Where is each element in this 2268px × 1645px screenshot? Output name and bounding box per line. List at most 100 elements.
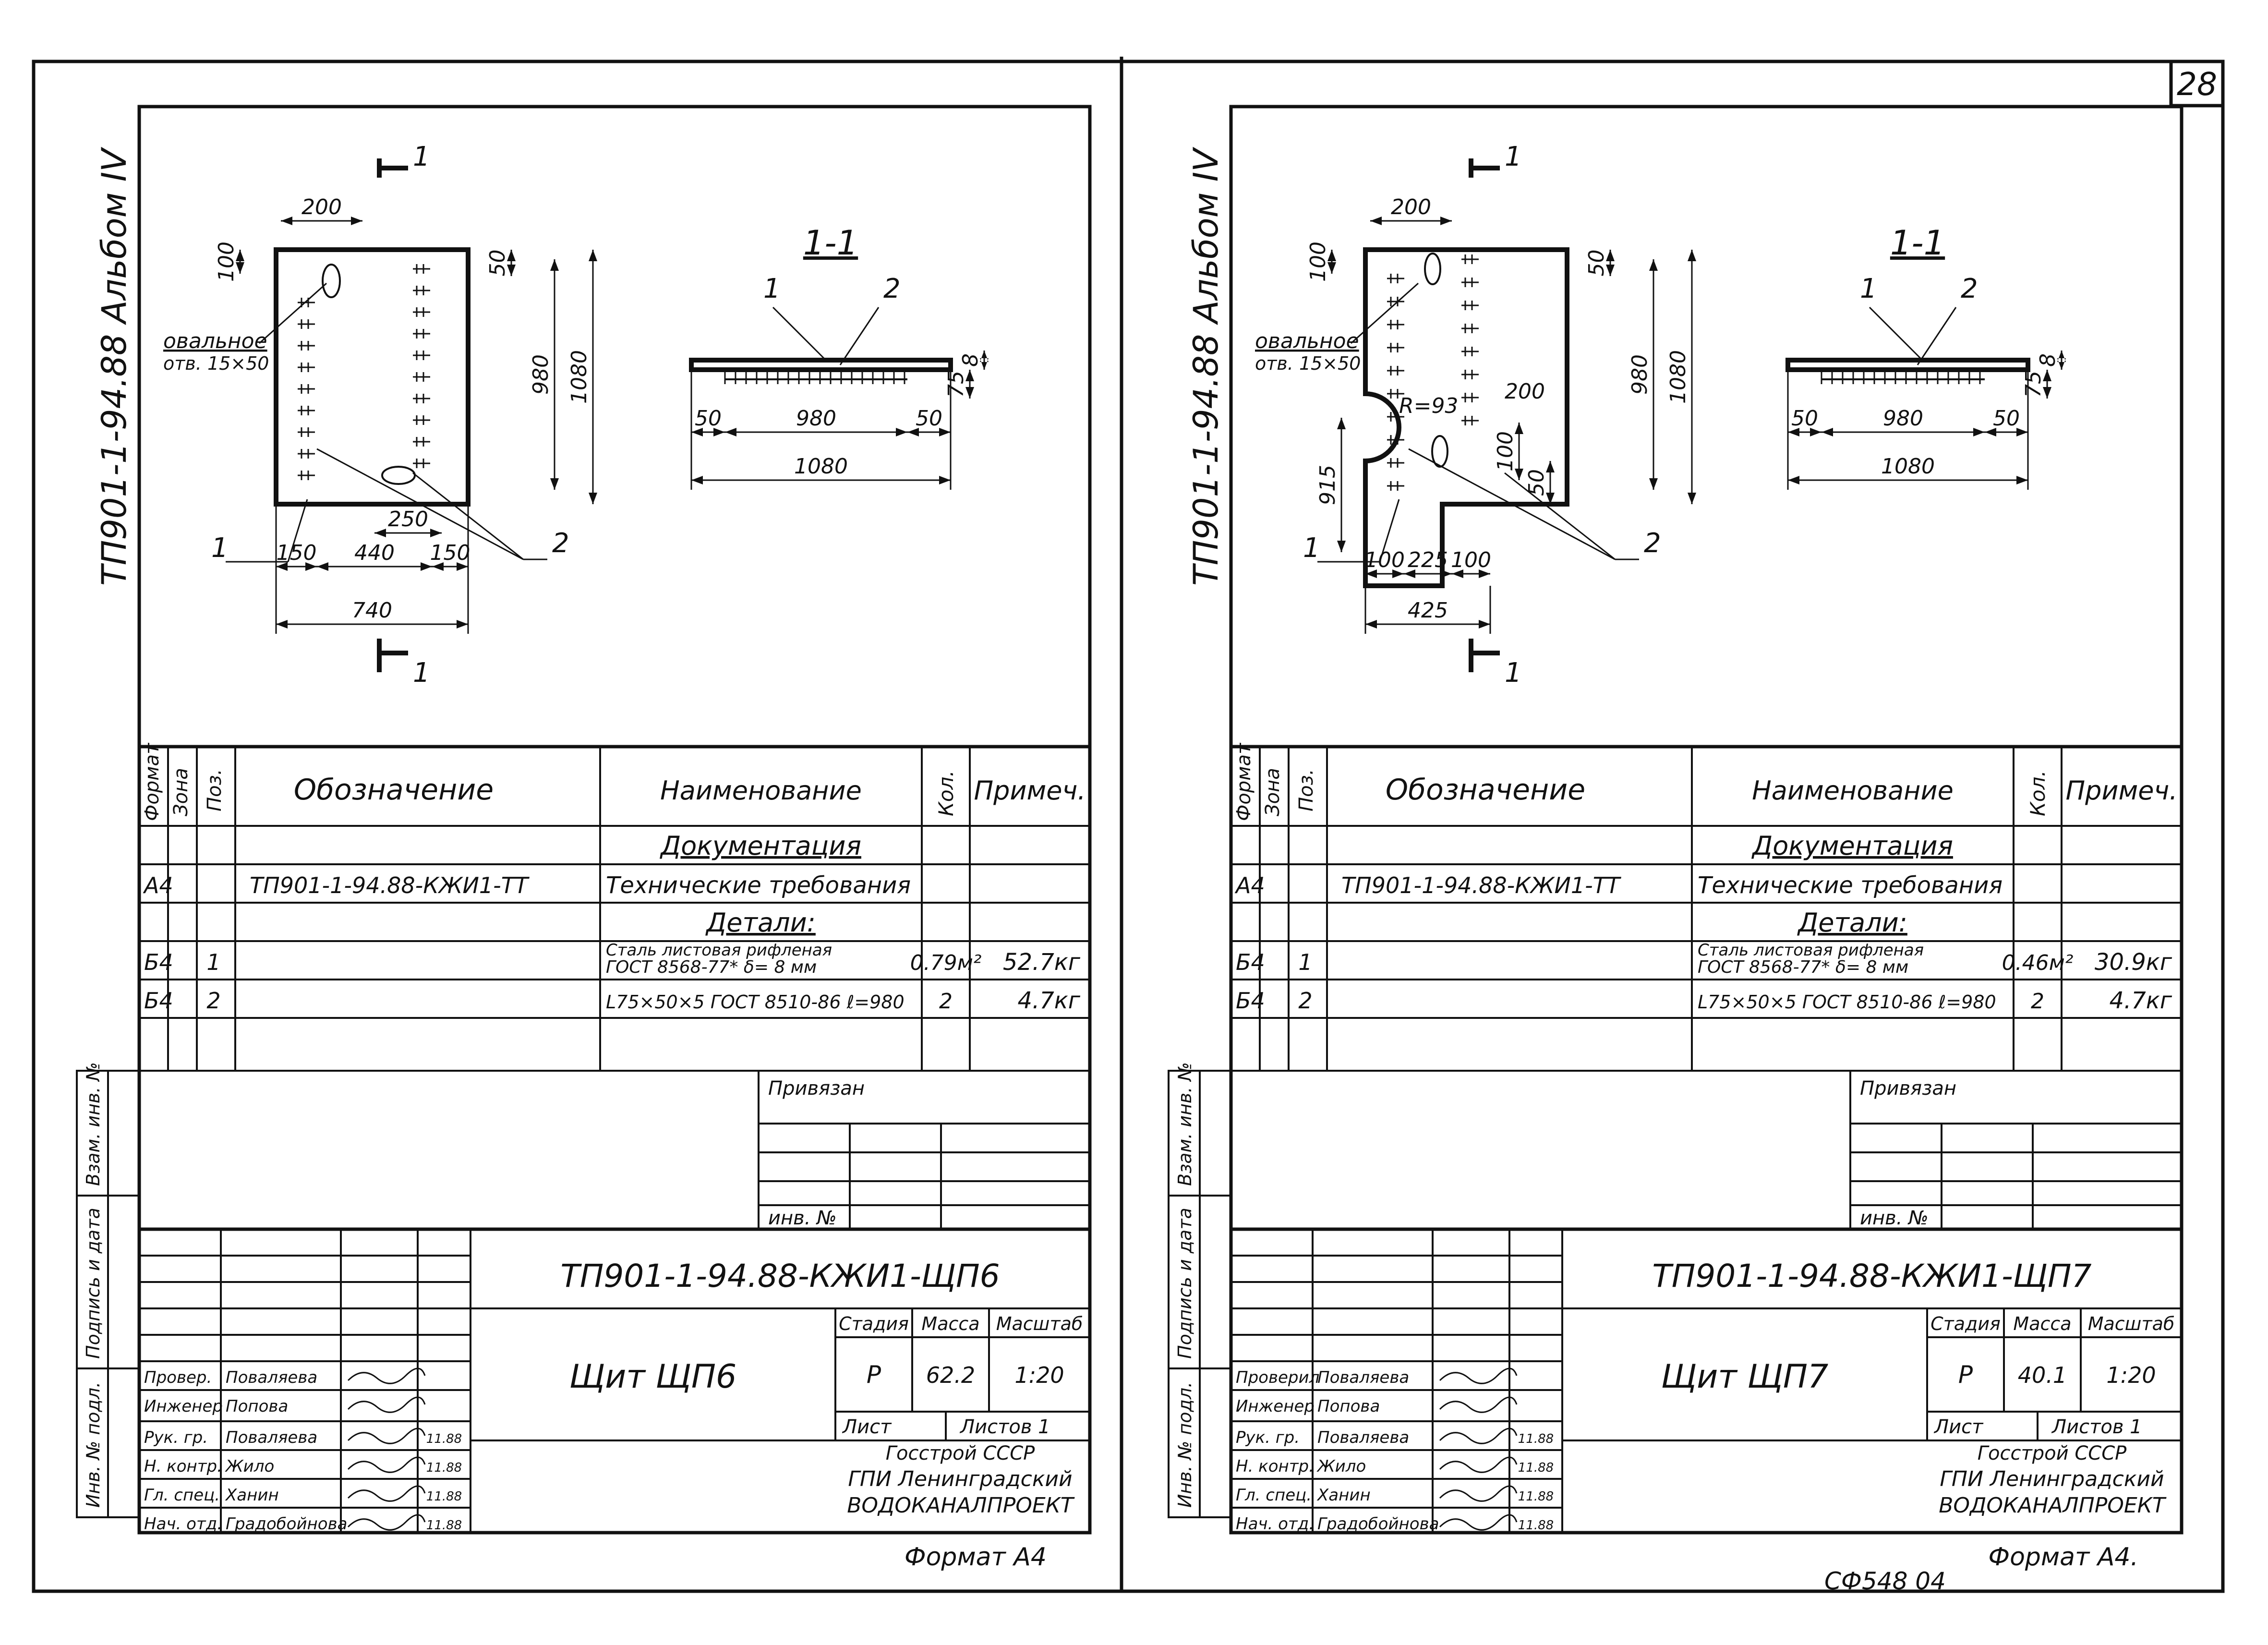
cell-name-heading: Детали: <box>1797 907 1907 938</box>
cell-note: 4.7кг <box>2109 987 2172 1014</box>
signatory-name: Поваляева <box>226 1368 317 1387</box>
dimension-arrow <box>1452 569 1490 578</box>
header-designation: Обозначение <box>1386 773 1585 807</box>
drawing-title: Щит ЩП7 <box>1661 1358 1829 1396</box>
cell-format: Б4 <box>1236 949 1265 975</box>
header-note: Примеч. <box>974 775 1086 806</box>
dimension-arrow <box>1327 250 1336 274</box>
dimension-label: 1080 <box>567 350 591 404</box>
album-label: ТП901-1-94.88 Альбом IV <box>95 147 134 586</box>
leader-line <box>1408 448 1616 560</box>
signatory-row: Провер.Поваляева <box>144 1367 426 1387</box>
inner-frame <box>137 105 1092 1535</box>
signature-scribble <box>347 1485 426 1502</box>
org-line-2: ГПИ Ленинградский <box>1940 1467 2164 1491</box>
outer-frame <box>32 60 2225 1593</box>
cell-designation: ТП901-1-94.88-КЖИ1-ТТ <box>250 872 530 898</box>
plate-outline <box>274 247 470 507</box>
signatory-role: Н. контр. <box>144 1457 222 1476</box>
dimension-arrow <box>965 370 974 399</box>
header-qty: Кол. <box>934 770 958 816</box>
dimension-label: 50 <box>1791 406 1818 431</box>
inv-label: инв. № <box>1860 1207 1929 1229</box>
org-line-3: ВОДОКАНАЛПРОЕКТ <box>1939 1493 2167 1518</box>
dimension-label: 100 <box>1493 431 1518 472</box>
oval-hole <box>322 264 341 298</box>
section-callout-1: 1 <box>763 273 781 304</box>
org-line-1: Госстрой СССР <box>886 1442 1035 1464</box>
signatory-name: Ханин <box>225 1486 279 1505</box>
signatory-role: Н. контр. <box>1236 1457 1314 1476</box>
oval-hole <box>381 466 416 485</box>
document-code: ТП901-1-94.88-КЖИ1-ЩП6 <box>560 1258 1000 1294</box>
signatory-name: Ханин <box>1316 1486 1371 1505</box>
signatory-date: 11.88 <box>1518 1518 1554 1533</box>
dimension-label: 1080 <box>1666 350 1690 404</box>
sheets-label: Листов 1 <box>2051 1416 2142 1438</box>
header-qty: Кол. <box>2026 770 2050 816</box>
leader-line <box>1917 307 1957 365</box>
cell-name-line2: ГОСТ 8568-77* δ= 8 мм <box>1698 957 1908 977</box>
dimension-arrow <box>276 562 317 571</box>
cell-name: Сталь листовая рифленая <box>1698 941 1924 960</box>
hole-note: овальное <box>163 329 267 353</box>
header-zone: Зона <box>170 768 192 816</box>
stamp-signature-date: Подпись и дата <box>1174 1208 1195 1359</box>
section-mark-bottom: 1 <box>413 657 430 689</box>
cell-name-line2: ГОСТ 8568-77* δ= 8 мм <box>606 957 817 977</box>
sheet-label: Лист <box>1933 1416 1984 1438</box>
dimension-arrow <box>507 250 516 276</box>
stage-value: Р <box>867 1361 881 1389</box>
page-number: 28 <box>2177 66 2217 103</box>
dimension-label: 915 <box>1315 465 1340 505</box>
leader-line <box>259 282 327 344</box>
table-row: Детали: <box>1797 907 1907 938</box>
section-title: 1-1 <box>803 223 858 263</box>
scale-value: 1:20 <box>2106 1362 2156 1388</box>
page-number-box <box>2169 60 2225 108</box>
callout-2: 2 <box>552 528 569 559</box>
section-callout-1: 1 <box>1860 273 1877 304</box>
dimension-arrow <box>1404 569 1452 578</box>
section-mark-top: 1 <box>1505 141 1522 172</box>
leader-line <box>1504 472 1616 560</box>
dimension-label: 1080 <box>794 454 848 479</box>
sheets-label: Листов 1 <box>959 1416 1050 1438</box>
table-row: Документация <box>660 831 861 861</box>
dimension-label: 100 <box>214 242 239 282</box>
cell-name: L75×50×5 ГОСТ 8510-86 ℓ=980 <box>606 992 905 1013</box>
header-format: Формат <box>1233 742 1255 821</box>
table-row: Документация <box>1751 831 1953 861</box>
cell-name-heading: Детали: <box>705 907 816 938</box>
leader-line <box>1869 306 1923 361</box>
attached-label: Привязан <box>1860 1077 1956 1100</box>
org-line-3: ВОДОКАНАЛПРОЕКТ <box>847 1493 1075 1518</box>
signature-scribble <box>1439 1427 1518 1444</box>
cell-name: Технические требования <box>606 872 911 899</box>
dimension-label: 740 <box>352 598 392 623</box>
cell-name: L75×50×5 ГОСТ 8510-86 ℓ=980 <box>1698 992 1996 1013</box>
hole-note: отв. 15×50 <box>1255 353 1361 374</box>
cell-pos: 1 <box>1298 949 1312 975</box>
dimension-label: 8 <box>958 353 983 367</box>
section-title: 1-1 <box>1890 223 1945 263</box>
leader-line <box>316 448 524 560</box>
signatory-name: Жило <box>225 1457 274 1476</box>
cell-pos: 2 <box>1298 988 1312 1014</box>
signatory-role: Гл. спец. <box>144 1486 220 1505</box>
cell-qty: 0.46м² <box>2002 951 2074 975</box>
dimension-label: 50 <box>1584 250 1609 277</box>
signatory-role: Рук. гр. <box>1236 1428 1300 1447</box>
drawing-title: Щит ЩП6 <box>569 1358 737 1396</box>
dimension-arrow <box>907 428 951 436</box>
stamp-replace-inv: Взам. инв. № <box>1174 1062 1195 1186</box>
stage-value: Р <box>1958 1361 1973 1389</box>
